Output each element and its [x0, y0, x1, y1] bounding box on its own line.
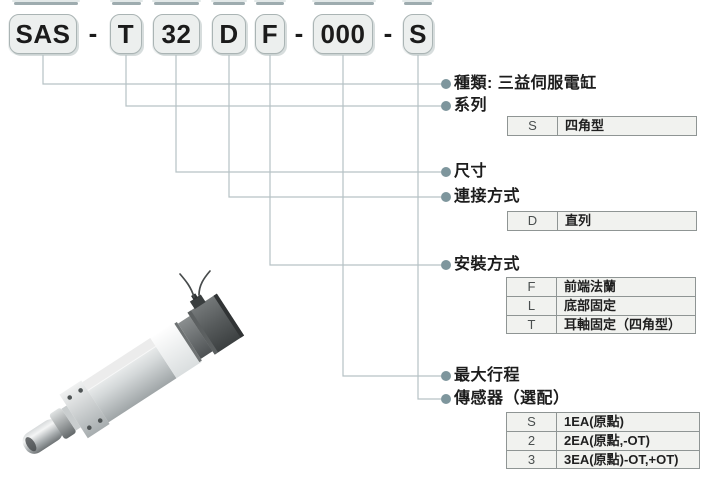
model-code-type-box: SAS [9, 14, 77, 54]
cropped-box-edge [402, 0, 434, 5]
cropped-box-edge [254, 0, 286, 5]
separator-dash: - [383, 18, 393, 48]
bullet-icon [441, 79, 451, 89]
callout-label-series: 系列 [454, 97, 488, 114]
model-code-sensor-box: S [403, 14, 433, 54]
flange-screws [67, 388, 103, 430]
spacer-ring [61, 405, 81, 431]
connection-table: D 直列 [507, 211, 697, 232]
bullet-icon [441, 192, 451, 202]
option-code: F [507, 278, 557, 297]
option-code: 2 [507, 432, 557, 450]
product-photo-servo-cylinder [22, 270, 245, 454]
option-value: 2EA(原點,-OT) [564, 433, 650, 449]
model-code-connection-box: D [212, 14, 246, 54]
callout-label-stroke: 最大行程 [454, 367, 521, 384]
separator-dash: - [294, 18, 304, 48]
bullet-icon [441, 371, 451, 381]
option-value: 四角型 [565, 118, 605, 133]
option-value: 直列 [565, 213, 592, 228]
callout-label-connection: 連接方式 [454, 188, 521, 205]
cylinder-body-topface [82, 338, 156, 391]
cylinder-body [82, 338, 177, 423]
motor-wires [179, 270, 211, 298]
callout-label-type: 種類: 三益伺服電缸 [454, 75, 597, 92]
table-row: L 底部固定 [507, 296, 695, 315]
body-light-segment [150, 321, 202, 379]
callout-label-size: 尺寸 [454, 163, 488, 180]
cropped-box-edge [152, 0, 201, 5]
option-code: L [507, 297, 557, 315]
callout-label-mounting: 安裝方式 [454, 256, 521, 273]
model-code-stroke-box: 000 [313, 14, 373, 54]
option-value: 耳軸固定（四角型） [564, 316, 682, 332]
series-table: S 四角型 [507, 116, 697, 137]
option-code: T [507, 315, 557, 333]
cropped-box-edge [110, 0, 143, 5]
rod-collar [49, 408, 76, 439]
model-code-size-box: 32 [153, 14, 200, 54]
cropped-box-edge [211, 0, 247, 5]
table-row: D 直列 [508, 212, 696, 231]
bullet-icon [441, 260, 451, 270]
option-value: 底部固定 [564, 298, 617, 314]
option-value: 前端法蘭 [564, 279, 617, 294]
separator-dash: - [88, 18, 98, 48]
table-row: 2 2EA(原點,-OT) [507, 431, 699, 450]
coupling-housing [177, 316, 213, 359]
option-code: S [507, 413, 557, 432]
option-code: S [508, 117, 558, 136]
model-code-mounting-box: F [255, 14, 285, 54]
table-row: F 前端法蘭 [507, 278, 695, 297]
table-row: T 耳軸固定（四角型） [507, 314, 695, 333]
table-row: S 1EA(原點) [507, 413, 699, 432]
model-code-series-box: T [110, 14, 142, 54]
motor-body [187, 293, 245, 355]
coupling-plate [174, 321, 202, 363]
callout-label-sensor: 傳感器（選配） [454, 390, 570, 407]
cropped-box-edge [312, 0, 376, 5]
motor-connector [189, 294, 206, 310]
cropped-box-edge [12, 0, 80, 5]
bullet-icon [441, 394, 451, 404]
bullet-icon [441, 101, 451, 111]
option-code: 3 [507, 450, 557, 468]
sensor-table: S 1EA(原點) 2 2EA(原點,-OT) 3 3EA(原點)-OT,+OT… [506, 412, 700, 469]
mounting-table: F 前端法蘭 L 底部固定 T 耳軸固定（四角型） [506, 277, 696, 334]
option-value: 1EA(原點) [564, 414, 624, 429]
front-flange [59, 380, 110, 439]
rod-tip-opening [25, 437, 37, 452]
table-row: 3 3EA(原點)-OT,+OT) [507, 449, 699, 468]
bullet-icon [441, 167, 451, 177]
option-code: D [508, 212, 558, 231]
option-value: 3EA(原點)-OT,+OT) [564, 451, 679, 467]
table-row: S 四角型 [508, 117, 696, 136]
